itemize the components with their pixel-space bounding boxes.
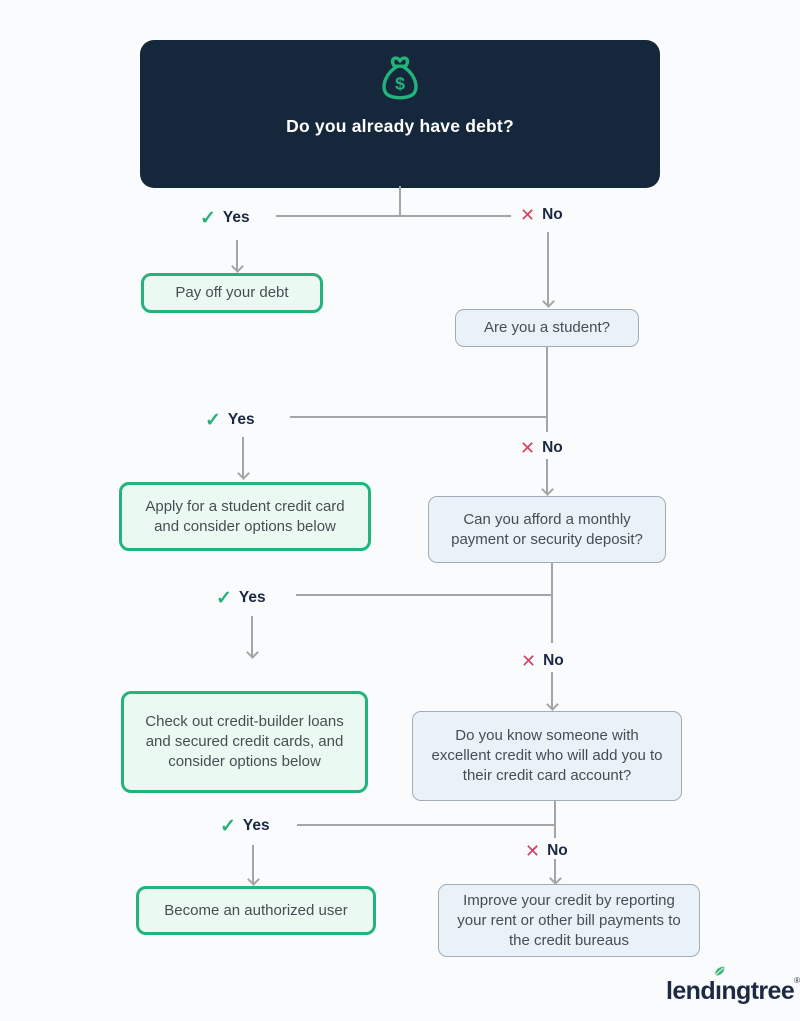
leaf-icon — [714, 966, 725, 976]
root-question-text: Do you already have debt? — [286, 116, 514, 136]
yes-label: ✓ Yes — [205, 408, 255, 432]
yes-label-text: Yes — [242, 817, 270, 834]
outcome-text: Become an authorized user — [164, 901, 348, 919]
yes-label-text: Yes — [238, 589, 266, 606]
outcome-box-credit-builder: Check out credit-builder loans and secur… — [121, 691, 368, 793]
check-icon: ✓ — [220, 815, 236, 837]
arrow-down — [547, 232, 549, 305]
no-label: ✕ No — [520, 436, 563, 460]
question-text: Can you afford a monthly payment or secu… — [451, 510, 643, 548]
arrow-down — [551, 672, 553, 708]
connector-line — [554, 801, 556, 825]
outcome-box-student-card: Apply for a student credit card and cons… — [119, 482, 371, 551]
root-question-card: $ Do you already have debt? — [140, 40, 660, 188]
cross-icon: ✕ — [520, 438, 536, 458]
question-box-authorized-user: Do you know someone with excellent credi… — [412, 711, 682, 801]
yes-label-text: Yes — [227, 411, 255, 428]
outcome-box-authorized-user: Become an authorized user — [136, 886, 376, 935]
connector-line — [546, 347, 548, 417]
outcome-text: Improve your credit by reporting your re… — [457, 891, 681, 949]
outcome-text: Check out credit-builder loans and secur… — [145, 713, 344, 770]
connector-line — [290, 416, 548, 418]
logo-text: ı — [715, 977, 722, 1005]
check-icon: ✓ — [200, 207, 216, 229]
outcome-text: Pay off your debt — [175, 284, 289, 301]
cross-icon: ✕ — [521, 651, 537, 671]
outcome-text: Apply for a student credit card and cons… — [145, 497, 345, 535]
yes-label: ✓ Yes — [220, 814, 270, 838]
arrow-down — [251, 616, 253, 656]
arrow-down — [546, 459, 548, 493]
connector-line — [551, 596, 553, 643]
yes-label-text: Yes — [222, 209, 250, 226]
no-label: ✕ No — [525, 839, 568, 863]
no-label: ✕ No — [520, 203, 563, 227]
outcome-box-pay-off-debt: Pay off your debt — [141, 273, 323, 313]
connector-line — [297, 824, 556, 826]
no-label: ✕ No — [521, 649, 564, 673]
yes-label: ✓ Yes — [200, 206, 250, 230]
svg-text:$: $ — [395, 73, 405, 93]
check-icon: ✓ — [216, 587, 232, 609]
connector-line — [554, 826, 556, 838]
no-label-text: No — [542, 206, 563, 223]
connector-line — [551, 563, 553, 596]
logo-text: ngtree — [721, 977, 795, 1005]
arrow-down — [242, 437, 244, 477]
cross-icon: ✕ — [525, 841, 541, 861]
arrow-down — [554, 859, 556, 882]
arrow-down — [236, 240, 238, 270]
check-icon: ✓ — [205, 409, 221, 431]
no-label-text: No — [543, 652, 564, 669]
outcome-box-report-payments: Improve your credit by reporting your re… — [438, 884, 700, 957]
arrow-down — [252, 845, 254, 883]
connector-line — [276, 215, 511, 217]
registered-mark: ® — [794, 976, 800, 985]
connector-line — [546, 418, 548, 432]
no-label-text: No — [547, 842, 568, 859]
question-box-afford-deposit: Can you afford a monthly payment or secu… — [428, 496, 666, 563]
cross-icon: ✕ — [520, 205, 536, 225]
money-bag-icon: $ — [382, 56, 418, 100]
connector-line — [399, 186, 401, 216]
no-label-text: No — [542, 439, 563, 456]
connector-line — [296, 594, 553, 596]
question-box-student: Are you a student? — [455, 309, 639, 347]
question-text: Do you know someone with excellent credi… — [431, 727, 663, 784]
logo-text: lend — [666, 977, 716, 1005]
question-text: Are you a student? — [484, 319, 610, 336]
yes-label: ✓ Yes — [216, 586, 266, 610]
